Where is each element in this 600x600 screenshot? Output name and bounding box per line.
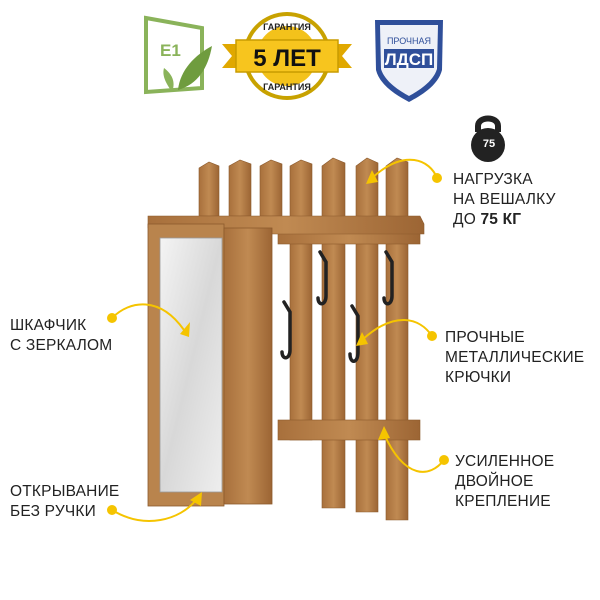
ldsp-badge: ПРОЧНАЯ ЛДСП (375, 20, 443, 102)
callout-mount: УСИЛЕННОЕ ДВОЙНОЕ КРЕПЛЕНИЕ (455, 453, 555, 510)
svg-text:ГАРАНТИЯ: ГАРАНТИЯ (263, 82, 311, 92)
warranty-badge: ГАРАНТИЯ ГАРАНТИЯ 5 ЛЕТ (222, 12, 352, 100)
callout-cabinet: ШКАФЧИК С ЗЕРКАЛОМ (10, 317, 113, 354)
callout-load: НАГРУЗКА НА ВЕШАЛКУ ДО 75 КГ (453, 171, 556, 228)
callout-arrowheads (180, 170, 390, 506)
mirror-cabinet (147, 223, 273, 507)
callout-dots (107, 173, 449, 515)
hook-icons (280, 250, 394, 363)
svg-text:E1: E1 (160, 41, 181, 60)
svg-text:ЛДСП: ЛДСП (385, 50, 434, 69)
e1-badge: E1 (144, 15, 212, 95)
callout-lines (111, 158, 445, 522)
svg-text:5 ЛЕТ: 5 ЛЕТ (253, 45, 321, 72)
leaf-icon (178, 46, 212, 90)
kettlebell-icon (471, 115, 505, 162)
svg-text:ПРОЧНАЯ: ПРОЧНАЯ (387, 36, 431, 46)
callout-hooks: ПРОЧНЫЕ МЕТАЛЛИЧЕСКИЕ КРЮЧКИ (445, 329, 585, 386)
kettlebell-value: 75 (482, 138, 496, 150)
callout-opening: ОТКРЫВАНИЕ БЕЗ РУЧКИ (10, 483, 120, 520)
mirror (159, 237, 223, 493)
svg-text:ГАРАНТИЯ: ГАРАНТИЯ (263, 22, 311, 32)
